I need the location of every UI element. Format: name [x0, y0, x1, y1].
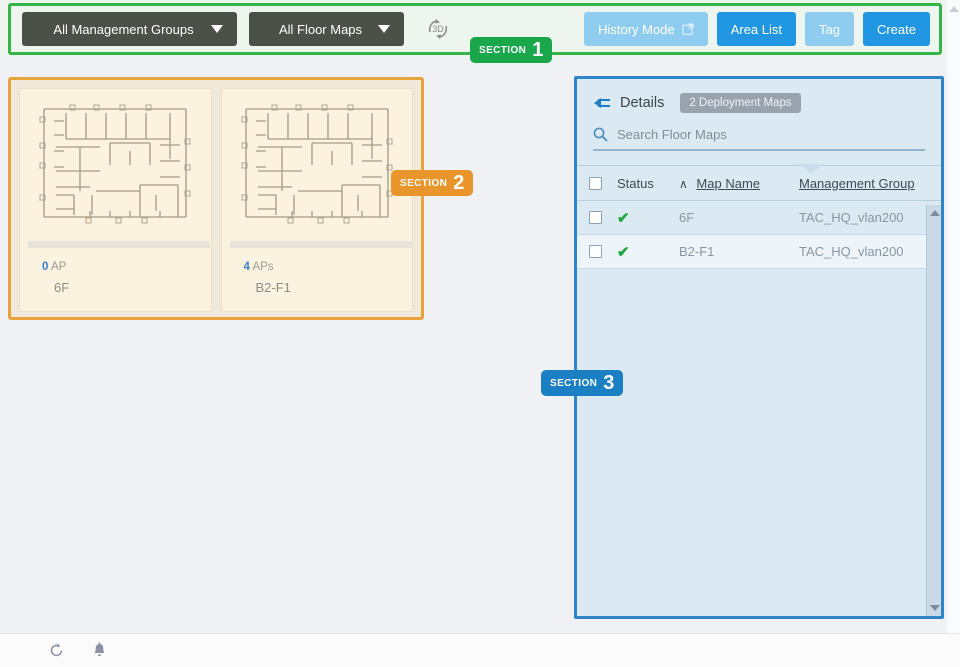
- search-icon: [593, 127, 608, 142]
- floor-map-card[interactable]: 4 APs B2-F1: [220, 88, 413, 312]
- floor-maps-dropdown-label: All Floor Maps: [278, 21, 363, 37]
- svg-text:3D: 3D: [432, 24, 444, 34]
- tag-button[interactable]: Tag: [805, 12, 854, 46]
- section-1-word: SECTION: [479, 44, 527, 56]
- chevron-down-icon: [211, 25, 223, 33]
- create-label: Create: [876, 21, 916, 37]
- floor-map-card-meta: 0 AP 6F: [42, 261, 69, 295]
- ap-count-line: 4 APs: [244, 261, 291, 273]
- row-checkbox-cell: [577, 211, 613, 224]
- select-all-checkbox-cell: [577, 176, 613, 190]
- column-header-status[interactable]: Status: [617, 175, 654, 191]
- row-map-name: 6F: [679, 210, 695, 225]
- back-arrow-icon[interactable]: [593, 96, 611, 110]
- external-link-icon: [681, 23, 694, 35]
- triangle-up: [949, 6, 959, 12]
- section-2-badge: SECTION 2: [391, 170, 474, 196]
- area-list-label: Area List: [730, 21, 782, 37]
- triangle-down: [929, 605, 940, 611]
- history-mode-label: History Mode: [598, 21, 675, 37]
- table-header-row: Status ∧ Map Name Management Group: [577, 165, 941, 201]
- refresh-icon[interactable]: [48, 642, 65, 659]
- rotate-3d-icon[interactable]: 3D: [418, 10, 458, 48]
- sort-ascending-icon: ∧: [679, 176, 688, 191]
- row-checkbox[interactable]: [588, 211, 602, 224]
- row-management-group: TAC_HQ_vlan200: [799, 210, 904, 225]
- floor-map-card[interactable]: 0 AP 6F: [19, 88, 212, 312]
- column-header-management-group[interactable]: Management Group: [799, 176, 941, 191]
- column-header-map-name[interactable]: ∧ Map Name: [679, 176, 799, 191]
- tag-label: Tag: [819, 21, 840, 37]
- section-2-number: 2: [453, 172, 465, 194]
- row-management-group: TAC_HQ_vlan200: [799, 244, 904, 259]
- page-scroll-up-icon[interactable]: [947, 2, 960, 16]
- thumbnail-divider: [28, 241, 210, 248]
- section-2-word: SECTION: [400, 177, 448, 189]
- chevron-down-icon: [378, 25, 390, 33]
- floor-plan-thumbnail: [20, 89, 211, 239]
- table-row[interactable]: ✔ 6F TAC_HQ_vlan200: [577, 201, 941, 235]
- section-1-badge: SECTION 1: [470, 37, 553, 63]
- details-panel: Details 2 Deployment Maps Status ∧: [574, 76, 944, 619]
- history-mode-button[interactable]: History Mode: [584, 12, 708, 46]
- scroll-down-arrow-icon[interactable]: [927, 600, 942, 616]
- row-status-cell: ✔: [613, 243, 679, 261]
- bottom-status-bar: [0, 633, 960, 667]
- section-3-word: SECTION: [550, 377, 598, 389]
- page-scrollbar[interactable]: [946, 0, 960, 633]
- details-panel-title: Details: [620, 95, 665, 111]
- details-panel-header: Details 2 Deployment Maps: [577, 79, 941, 113]
- ap-count-unit: AP: [50, 261, 67, 273]
- management-group-dropdown[interactable]: All Management Groups: [22, 12, 237, 46]
- table-row[interactable]: ✔ B2-F1 TAC_HQ_vlan200: [577, 235, 941, 269]
- thumbnail-divider: [229, 241, 412, 248]
- section-1-number: 1: [532, 39, 544, 61]
- management-group-dropdown-label: All Management Groups: [53, 21, 194, 37]
- section-3-badge: SECTION 3: [541, 370, 624, 396]
- floor-plan-thumbnail: [222, 89, 413, 239]
- triangle-up: [929, 210, 940, 216]
- area-list-button[interactable]: Area List: [716, 12, 796, 46]
- create-button[interactable]: Create: [862, 12, 930, 46]
- select-all-checkbox[interactable]: [588, 176, 602, 190]
- floor-map-name: 6F: [54, 280, 70, 295]
- search-input[interactable]: [617, 127, 925, 142]
- floor-map-card-list: 0 AP 6F: [11, 80, 421, 317]
- status-ok-icon: ✔: [617, 243, 630, 261]
- floor-maps-dropdown[interactable]: All Floor Maps: [249, 12, 404, 46]
- section-2-highlight: 0 AP 6F: [8, 77, 424, 320]
- row-status-cell: ✔: [613, 209, 679, 227]
- column-header-management-group-label: Management Group: [799, 175, 915, 191]
- table-notch-indicator: [799, 164, 823, 173]
- ap-count-line: 0 AP: [42, 261, 69, 273]
- ap-count-value: 4: [243, 261, 250, 273]
- floor-maps-table: Status ∧ Map Name Management Group ✔ 6F …: [577, 164, 941, 269]
- column-header-map-name-label: Map Name: [696, 175, 760, 191]
- ap-count-unit: APs: [252, 261, 274, 273]
- row-map-name: B2-F1: [679, 244, 715, 259]
- scroll-up-arrow-icon[interactable]: [927, 205, 942, 221]
- section-3-number: 3: [603, 372, 615, 394]
- deployment-maps-badge: 2 Deployment Maps: [680, 93, 801, 113]
- floor-map-name: B2-F1: [255, 280, 291, 295]
- status-ok-icon: ✔: [617, 209, 630, 227]
- main-toolbar: All Management Groups All Floor Maps 3D …: [0, 0, 946, 58]
- row-checkbox-cell: [577, 245, 613, 258]
- floor-map-card-meta: 4 APs B2-F1: [244, 261, 291, 295]
- row-checkbox[interactable]: [588, 245, 602, 258]
- search-floor-maps-row: [593, 127, 925, 151]
- ap-count-value: 0: [42, 261, 49, 273]
- details-panel-scrollbar[interactable]: [926, 205, 941, 616]
- bell-icon[interactable]: [91, 642, 108, 659]
